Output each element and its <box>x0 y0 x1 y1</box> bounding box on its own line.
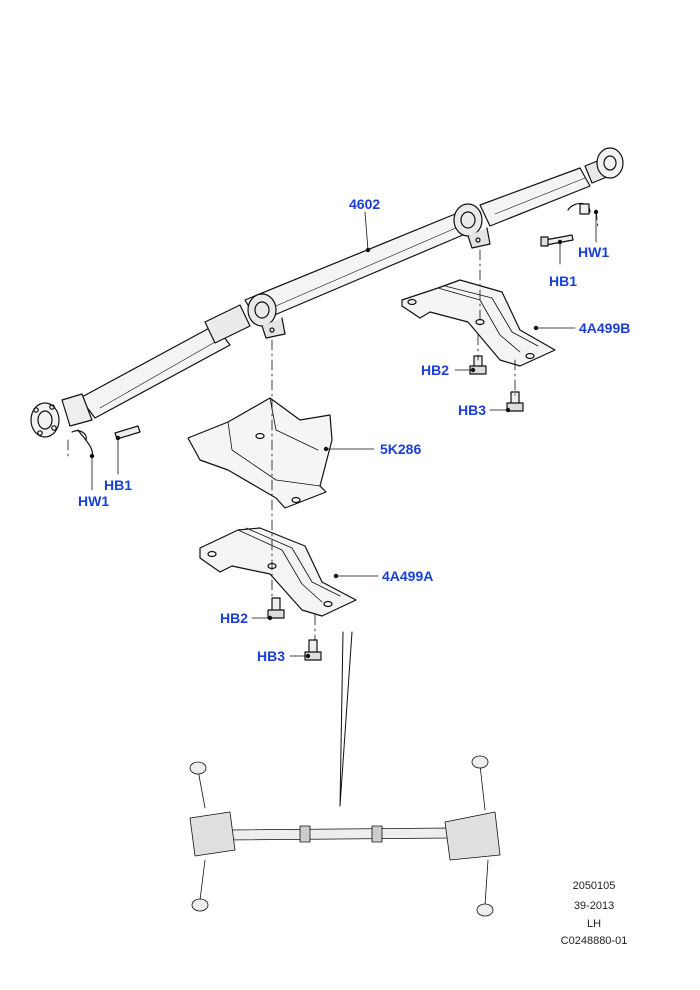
callout-hw1-left: HW1 <box>78 493 109 509</box>
alignment-lines <box>67 209 599 641</box>
heat-shield-5k286 <box>187 397 333 509</box>
callout-hb2-upper: HB2 <box>421 362 449 378</box>
callout-hb3-lower: HB3 <box>257 648 285 664</box>
center-bearing-rear <box>247 293 286 339</box>
vehicle-overview <box>189 755 501 917</box>
bracket-4a499b <box>401 279 556 367</box>
clip-right <box>567 202 591 215</box>
callout-4a499b: 4A499B <box>579 320 630 336</box>
callout-hb1-left: HB1 <box>104 477 132 493</box>
propeller-shaft <box>30 147 624 438</box>
diagram-side: LH <box>586 918 602 930</box>
bolt-hb2-lower <box>267 597 285 619</box>
bolt-right <box>540 234 574 247</box>
callout-hb2-lower: HB2 <box>220 610 248 626</box>
callout-hb1-right: HB1 <box>549 273 577 289</box>
bolt-hb2-upper <box>469 355 487 375</box>
detail-pointer <box>339 631 353 807</box>
callout-hb3-upper: HB3 <box>458 402 486 418</box>
diagram-date: 39-2013 <box>573 900 615 912</box>
diagram-code: 2050105 <box>572 880 616 892</box>
leader-lines <box>89 209 599 659</box>
clip-left <box>71 429 94 459</box>
callout-4a499a: 4A499A <box>382 568 433 584</box>
bolt-hb3-lower <box>304 639 322 661</box>
callout-hw1-right: HW1 <box>578 244 609 260</box>
callout-4602: 4602 <box>349 196 380 212</box>
callout-5k286: 5K286 <box>380 441 421 457</box>
center-bearing-front <box>453 203 491 249</box>
diagram-reference: C0248880-01 <box>560 935 628 947</box>
bolt-hb3-upper <box>506 391 524 412</box>
